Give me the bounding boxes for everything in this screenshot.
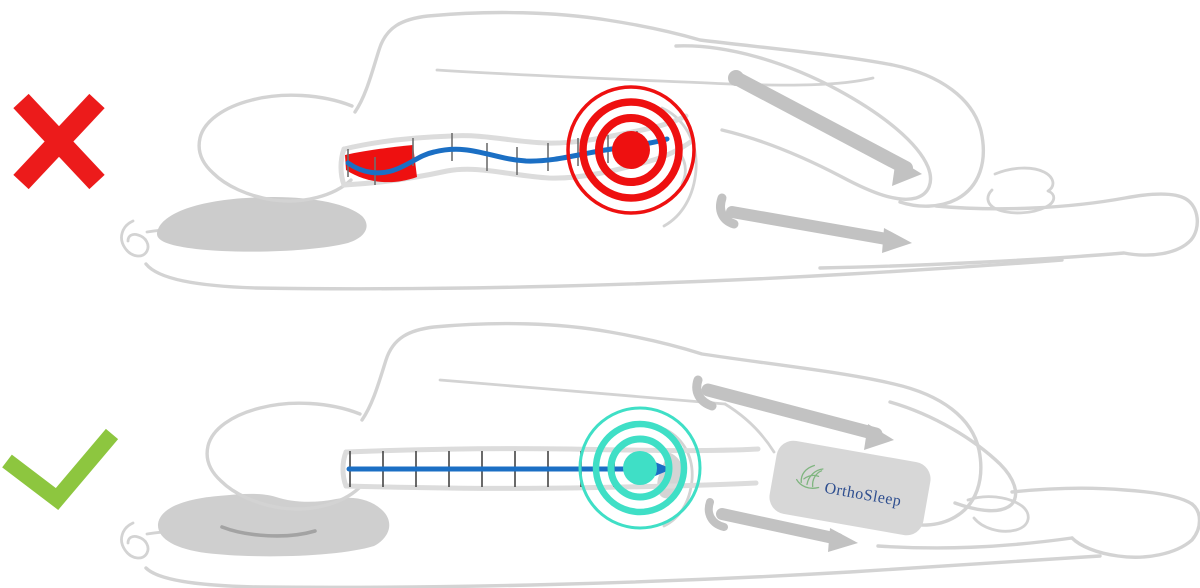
spine-corridor-left-cap bbox=[340, 449, 349, 489]
lower-femur-bone bbox=[716, 508, 844, 545]
knee-pillow-body bbox=[769, 440, 931, 536]
lower-leg-outline bbox=[818, 192, 1199, 270]
relief-ring-mid bbox=[592, 420, 688, 516]
x-icon bbox=[13, 93, 105, 190]
upper-femur-bone bbox=[701, 383, 883, 441]
upper-femur-hook bbox=[692, 375, 717, 411]
loft-pillow bbox=[157, 493, 390, 557]
torso-outline bbox=[360, 321, 983, 527]
pain-ring-outer bbox=[566, 85, 696, 215]
head-outline bbox=[205, 401, 362, 511]
relief-ring-outer bbox=[578, 406, 702, 530]
correct-figure: OrthoSleep bbox=[120, 321, 1200, 588]
spine-arrow-tip bbox=[655, 462, 672, 476]
lower-femur-bone bbox=[726, 206, 898, 246]
upper-arm-line bbox=[438, 378, 727, 406]
incorrect-figure bbox=[120, 10, 1199, 291]
check-icon bbox=[2, 428, 119, 510]
flat-pillow bbox=[156, 196, 367, 252]
knee-bump-outline bbox=[966, 495, 1030, 533]
leaf-stroke bbox=[806, 468, 824, 486]
knee-pillow: OrthoSleep bbox=[769, 440, 931, 536]
lower-leg-outline bbox=[876, 536, 1074, 550]
lower-femur-hook bbox=[716, 193, 739, 229]
lower-femur-hook bbox=[704, 498, 728, 531]
leaf-stroke bbox=[803, 474, 820, 480]
hand-icon bbox=[120, 219, 150, 258]
forearm-to-pillow-line bbox=[723, 402, 776, 454]
body-underside bbox=[144, 258, 1064, 291]
shin-top-outline bbox=[1010, 486, 1194, 506]
torso-outline bbox=[353, 10, 986, 208]
pain-ring-mid bbox=[579, 98, 683, 202]
x-stroke-2 bbox=[13, 93, 105, 190]
femur-bones bbox=[716, 70, 922, 253]
spine-corridor-top-edge bbox=[343, 446, 761, 455]
leaf-stroke bbox=[795, 478, 820, 489]
upper-femur-flange bbox=[864, 424, 894, 450]
pain-bullseye-icon bbox=[566, 85, 696, 215]
spine-corridor-left-cap bbox=[338, 146, 347, 188]
relief-center bbox=[623, 451, 657, 485]
head-outline bbox=[197, 93, 354, 203]
leaf-stroke bbox=[811, 470, 823, 488]
upper-femur-bone bbox=[729, 71, 913, 175]
lower-femur-arrow bbox=[882, 228, 912, 253]
hand-icon bbox=[120, 521, 150, 560]
relief-bullseye-icon bbox=[578, 406, 702, 530]
feet-outline bbox=[1070, 502, 1200, 559]
upper-thigh-outline bbox=[674, 44, 933, 201]
leaf-stroke bbox=[800, 464, 816, 484]
relief-ring-inner bbox=[607, 435, 673, 501]
brand-leaf-icon bbox=[795, 464, 824, 489]
femur-bones bbox=[692, 375, 894, 552]
pain-center bbox=[612, 131, 650, 169]
pillow-contour-crease bbox=[220, 525, 317, 538]
upper-femur-flange bbox=[892, 158, 922, 186]
spine-corridor-bottom-edge bbox=[343, 480, 759, 491]
upper-arm-line bbox=[435, 68, 875, 87]
lower-femur-arrow bbox=[828, 528, 858, 552]
body-underside bbox=[144, 554, 1102, 588]
pain-ring-inner bbox=[595, 114, 667, 186]
upper-thigh-outline bbox=[888, 400, 1018, 513]
